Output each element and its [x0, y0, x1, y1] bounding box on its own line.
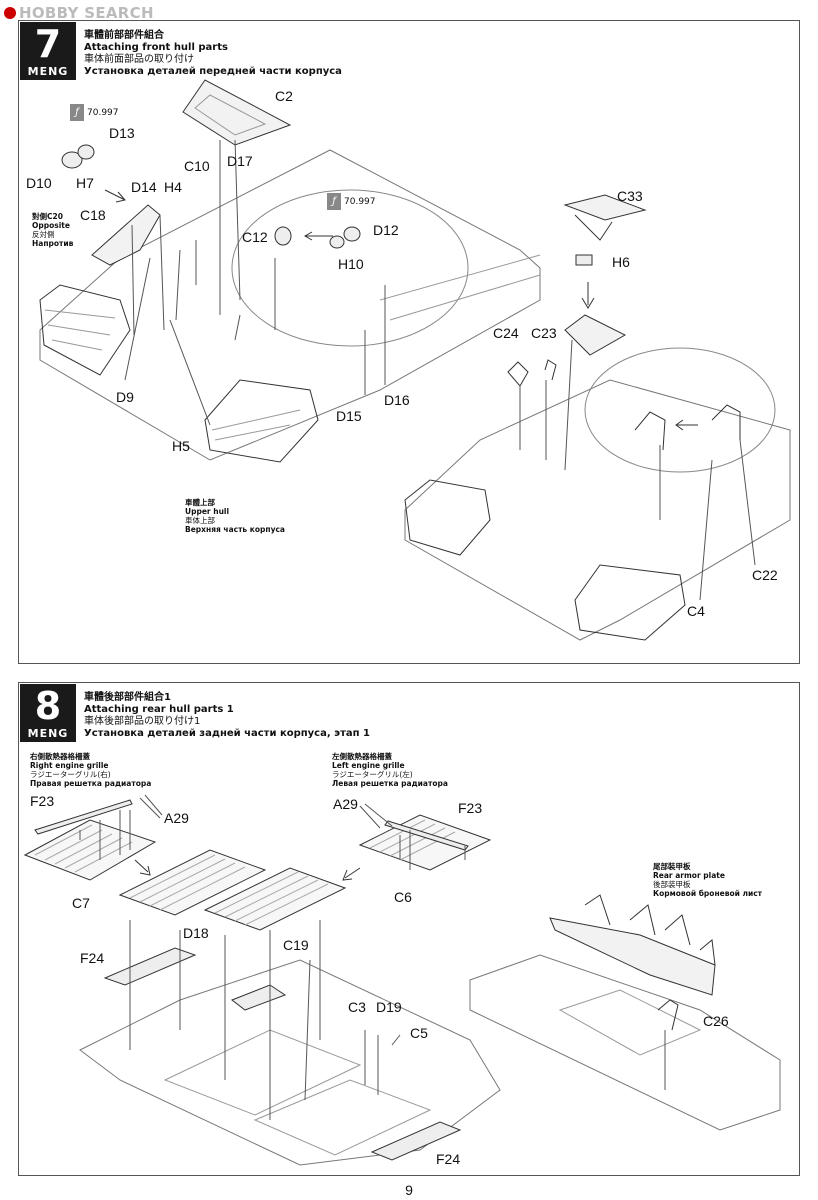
part-label: D12 — [373, 222, 399, 238]
left-grille-en: Left engine grille — [332, 761, 405, 770]
title-jp: 車体前面部品の取り付け — [84, 54, 194, 65]
part-label: C22 — [752, 567, 778, 583]
part-label: F23 — [458, 800, 483, 816]
paint-code-1: ƒ 70.997 — [70, 104, 119, 121]
part-label: C3 — [348, 999, 366, 1015]
part-label: F24 — [80, 950, 105, 966]
step-7-panel — [18, 20, 800, 664]
part-label: D10 — [26, 175, 52, 191]
rear-armor-en: Rear armor plate — [653, 871, 725, 880]
upper-hull-note: 車體上部 Upper hull 車体上部 Верхняя часть корпу… — [185, 498, 285, 534]
brand-logo: MENG — [27, 65, 69, 78]
part-label: C7 — [72, 895, 90, 911]
upper-hull-ru: Верхняя часть корпуса — [185, 525, 285, 534]
step-8-badge: 8 MENG — [20, 684, 76, 742]
opposite-note: 對側C20 Opposite 反対側 Напротив — [32, 212, 73, 248]
paintbrush-icon: ƒ — [70, 104, 84, 121]
step-7-hull-drawing — [39, 79, 791, 641]
rear-armor-jp: 後部装甲板 — [653, 880, 691, 889]
part-label: C19 — [283, 937, 309, 953]
part-label: C4 — [687, 603, 705, 619]
upper-hull-en: Upper hull — [185, 507, 230, 516]
opposite-jp: 反対側 — [32, 230, 55, 239]
title-zh: 車體後部部件組合1 — [84, 692, 171, 703]
part-label: C33 — [617, 188, 643, 204]
right-grille-en: Right engine grille — [30, 761, 109, 770]
hobby-search-logo-icon — [4, 7, 16, 19]
rear-armor-zh: 尾部裝甲板 — [653, 862, 691, 871]
part-label: C10 — [184, 158, 210, 174]
brand-logo: MENG — [27, 727, 69, 740]
left-grille-zh: 左側散熱器格柵蓋 — [332, 752, 392, 761]
paint-code: 70.997 — [87, 107, 119, 118]
step-8-title: 車體後部部件組合1 Attaching rear hull parts 1 車体… — [84, 692, 370, 740]
part-label: D15 — [336, 408, 362, 424]
right-grille-zh: 右側散熱器格柵蓋 — [30, 752, 90, 761]
title-jp: 車体後部部品の取り付け1 — [84, 716, 201, 727]
part-label: C2 — [275, 88, 293, 104]
part-label: H6 — [612, 254, 630, 270]
part-label: F23 — [30, 793, 55, 809]
part-label: C6 — [394, 889, 412, 905]
watermark: HOBBY SEARCH — [4, 4, 154, 22]
part-label: H10 — [338, 256, 364, 272]
title-zh: 車體前部部件組合 — [84, 30, 164, 41]
opposite-ru: Напротив — [32, 239, 74, 248]
right-grille-note: 右側散熱器格柵蓋 Right engine grille ラジエーターグリル(右… — [30, 752, 151, 788]
upper-hull-zh: 車體上部 — [185, 498, 215, 507]
step-number: 7 — [34, 22, 62, 66]
title-en: Attaching rear hull parts 1 — [84, 704, 234, 715]
part-label: D16 — [384, 392, 410, 408]
opposite-zh: 對側C20 — [32, 212, 63, 221]
left-grille-ru: Левая решетка радиатора — [332, 779, 448, 788]
upper-hull-jp: 車体上部 — [185, 516, 215, 525]
left-grille-jp: ラジエーターグリル(左) — [332, 770, 413, 779]
opposite-en: Opposite — [32, 221, 70, 230]
paint-code: 70.997 — [344, 196, 376, 207]
part-label: D18 — [183, 925, 209, 941]
part-label: A29 — [333, 796, 358, 812]
part-label: C12 — [242, 229, 268, 245]
title-ru: Установка деталей задней части корпуса, … — [84, 728, 370, 739]
step-number: 8 — [34, 684, 62, 728]
part-label: C23 — [531, 325, 557, 341]
part-label: C24 — [493, 325, 519, 341]
rear-armor-note: 尾部裝甲板 Rear armor plate 後部装甲板 Кормовой бр… — [653, 862, 762, 898]
part-label: D13 — [109, 125, 135, 141]
part-label: H4 — [164, 179, 182, 195]
right-grille-ru: Правая решетка радиатора — [30, 779, 152, 788]
paintbrush-icon: ƒ — [327, 193, 341, 210]
page-number: 9 — [405, 1182, 413, 1198]
part-label: D19 — [376, 999, 402, 1015]
left-grille-note: 左側散熱器格柵蓋 Left engine grille ラジエーターグリル(左)… — [332, 752, 448, 788]
rear-armor-ru: Кормовой броневой лист — [653, 889, 763, 898]
part-label: H5 — [172, 438, 190, 454]
step-8-hull-drawing — [23, 794, 781, 1166]
part-label: C26 — [703, 1013, 729, 1029]
part-label: F24 — [436, 1151, 461, 1167]
step-7-badge: 7 MENG — [20, 22, 76, 80]
paint-code-2: ƒ 70.997 — [327, 193, 376, 210]
part-label: D9 — [116, 389, 134, 405]
title-en: Attaching front hull parts — [84, 42, 228, 53]
part-label: C18 — [80, 207, 106, 223]
watermark-text: HOBBY SEARCH — [19, 4, 154, 22]
part-label: C5 — [410, 1025, 428, 1041]
part-label: D14 — [131, 179, 157, 195]
step-7-title: 車體前部部件組合 Attaching front hull parts 車体前面… — [84, 30, 342, 78]
part-label: A29 — [164, 810, 189, 826]
title-ru: Установка деталей передней части корпуса — [84, 66, 342, 77]
part-label: H7 — [76, 175, 94, 191]
right-grille-jp: ラジエーターグリル(右) — [30, 770, 111, 779]
part-label: D17 — [227, 153, 253, 169]
